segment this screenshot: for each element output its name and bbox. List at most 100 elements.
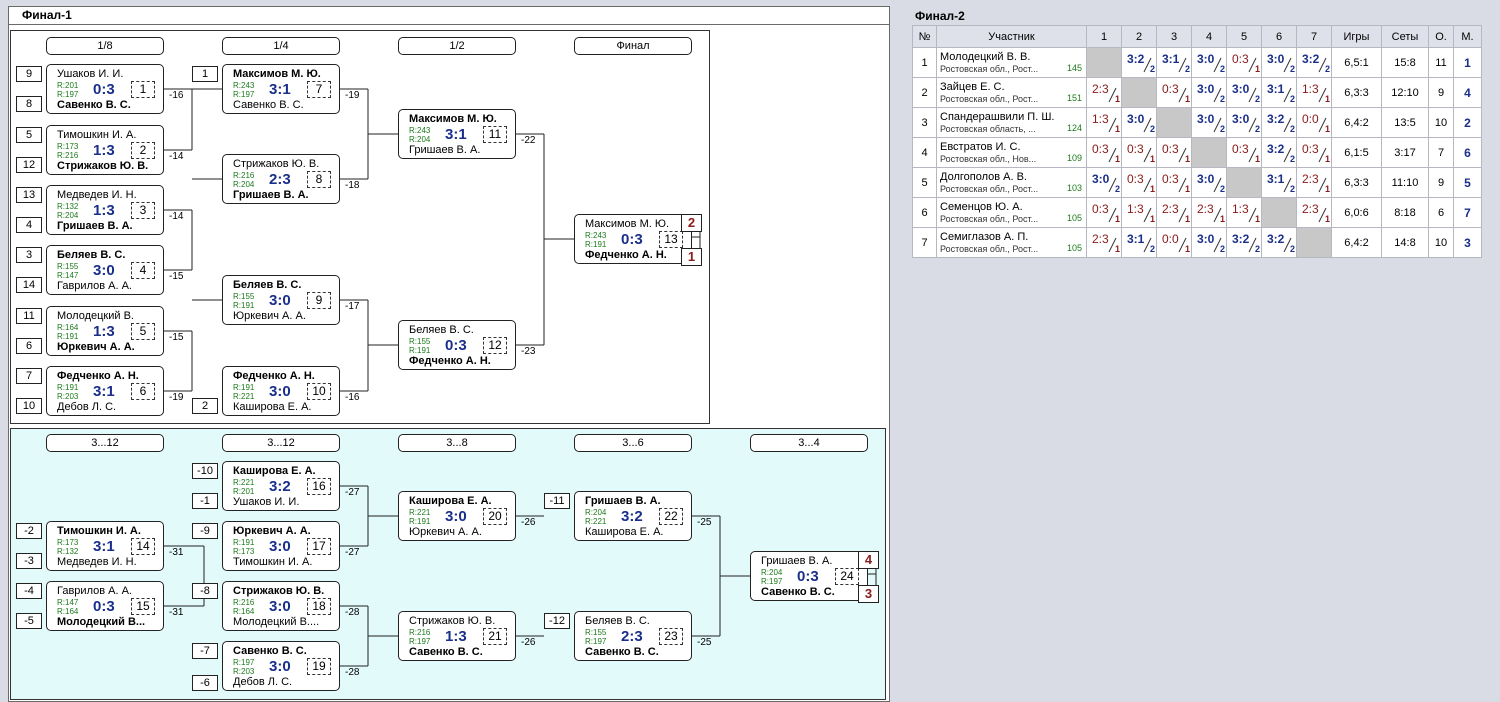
participant-rating[interactable]: 109 (1066, 153, 1082, 163)
column-header[interactable]: № (912, 25, 937, 48)
row-number[interactable]: 3 (912, 107, 937, 138)
match-number[interactable]: 16 (307, 478, 331, 495)
loser-destination[interactable]: -22 (521, 135, 536, 146)
row-number[interactable]: 2 (912, 77, 937, 108)
match-points[interactable]: 1 (1150, 154, 1156, 164)
match-points[interactable]: 2 (1290, 244, 1296, 254)
player-2-rating[interactable]: R:197 (409, 637, 431, 646)
match-result[interactable]: 1:3 (1302, 82, 1319, 96)
loser-destination[interactable]: -25 (697, 637, 712, 648)
match-points[interactable]: 1 (1185, 154, 1191, 164)
loser-destination[interactable]: -19 (345, 90, 360, 101)
match-result[interactable]: 3:2 (1267, 142, 1285, 156)
match-points[interactable]: 1 (1115, 154, 1121, 164)
participant-cell[interactable]: Спандерашвили П. Ш.Ростовская область, .… (936, 107, 1087, 138)
player-1-rating[interactable]: R:155 (585, 628, 607, 637)
match-number[interactable]: 11 (483, 126, 507, 143)
seed-box[interactable]: 1 (192, 66, 218, 82)
match-result[interactable]: 0:3 (1092, 142, 1109, 156)
games-total[interactable]: 6,3:3 (1331, 167, 1382, 198)
match-points[interactable]: 1 (1325, 214, 1331, 224)
match-result[interactable]: 3:2 (1232, 232, 1250, 246)
participant-name[interactable]: Молодецкий В. В. (940, 50, 1031, 63)
player-2-name[interactable]: Молодецкий В.... (233, 616, 320, 628)
games-total[interactable]: 6,4:2 (1331, 107, 1382, 138)
match-points[interactable]: 2 (1290, 124, 1296, 134)
match-number[interactable]: 18 (307, 598, 331, 615)
place[interactable]: 5 (1453, 167, 1482, 198)
match-points[interactable]: 1 (1150, 214, 1156, 224)
match-points[interactable]: 1 (1325, 124, 1331, 134)
match-points[interactable]: 1 (1150, 184, 1156, 194)
match-points[interactable]: 1 (1115, 214, 1121, 224)
player-2-rating[interactable]: R:216 (57, 151, 79, 160)
player-2-rating[interactable]: R:132 (57, 547, 79, 556)
player-1-name[interactable]: Гришаев В. А. (585, 495, 661, 507)
player-2-rating[interactable]: R:201 (233, 487, 255, 496)
match-result[interactable]: 3:2 (1267, 232, 1285, 246)
seed-box[interactable]: 12 (16, 157, 42, 173)
match-result[interactable]: 3:0 (1092, 172, 1110, 186)
loser-destination[interactable]: -25 (697, 517, 712, 528)
player-2-rating[interactable]: R:197 (761, 577, 783, 586)
place-badge[interactable]: 2 (681, 214, 702, 232)
match-result[interactable]: 3:0 (1197, 82, 1215, 96)
player-2-name[interactable]: Каширова Е. А. (585, 526, 664, 538)
player-1-rating[interactable]: R:191 (233, 538, 255, 547)
match-score[interactable]: 2:3 (621, 628, 643, 645)
player-1-rating[interactable]: R:155 (409, 337, 431, 346)
sets-total[interactable]: 3:17 (1381, 137, 1429, 168)
row-number[interactable]: 5 (912, 167, 937, 198)
round-label[interactable]: 1/8 (46, 37, 164, 55)
seed-box[interactable]: 10 (16, 398, 42, 414)
match-points[interactable]: 1 (1325, 184, 1331, 194)
participant-name[interactable]: Семенцов Ю. А. (940, 200, 1023, 213)
player-1-name[interactable]: Молодецкий В. (57, 310, 134, 322)
match-points[interactable]: 2 (1255, 244, 1261, 254)
match-number[interactable]: 5 (131, 323, 155, 340)
match-points[interactable]: 1 (1220, 214, 1226, 224)
place-badge[interactable]: 4 (858, 551, 879, 569)
participant-cell[interactable]: Долгополов А. В.Ростовская обл., Рост...… (936, 167, 1087, 198)
player-2-rating[interactable]: R:204 (233, 180, 255, 189)
match-points[interactable]: 1 (1115, 94, 1121, 104)
player-2-name[interactable]: Федченко А. Н. (409, 355, 491, 367)
match-score[interactable]: 0:3 (797, 568, 819, 585)
column-header[interactable]: Участник (936, 25, 1087, 48)
player-1-rating[interactable]: R:221 (233, 478, 255, 487)
player-1-rating[interactable]: R:155 (233, 292, 255, 301)
player-1-rating[interactable]: R:147 (57, 598, 79, 607)
sets-total[interactable]: 11:10 (1381, 167, 1429, 198)
match-result[interactable]: 0:0 (1162, 232, 1179, 246)
player-2-rating[interactable]: R:197 (585, 637, 607, 646)
participant-name[interactable]: Евстратов И. С. (940, 140, 1021, 153)
player-1-name[interactable]: Каширова Е. А. (409, 495, 492, 507)
player-1-name[interactable]: Беляев В. С. (585, 615, 650, 627)
loser-destination[interactable]: -27 (345, 487, 360, 498)
player-1-name[interactable]: Стрижаков Ю. В. (233, 585, 325, 597)
match-points[interactable]: 2 (1150, 124, 1156, 134)
seed-box[interactable]: 6 (16, 338, 42, 354)
participant-rating[interactable]: 151 (1066, 93, 1082, 103)
match-result[interactable]: 3:1 (1267, 172, 1285, 186)
seed-box[interactable]: -3 (16, 553, 42, 569)
